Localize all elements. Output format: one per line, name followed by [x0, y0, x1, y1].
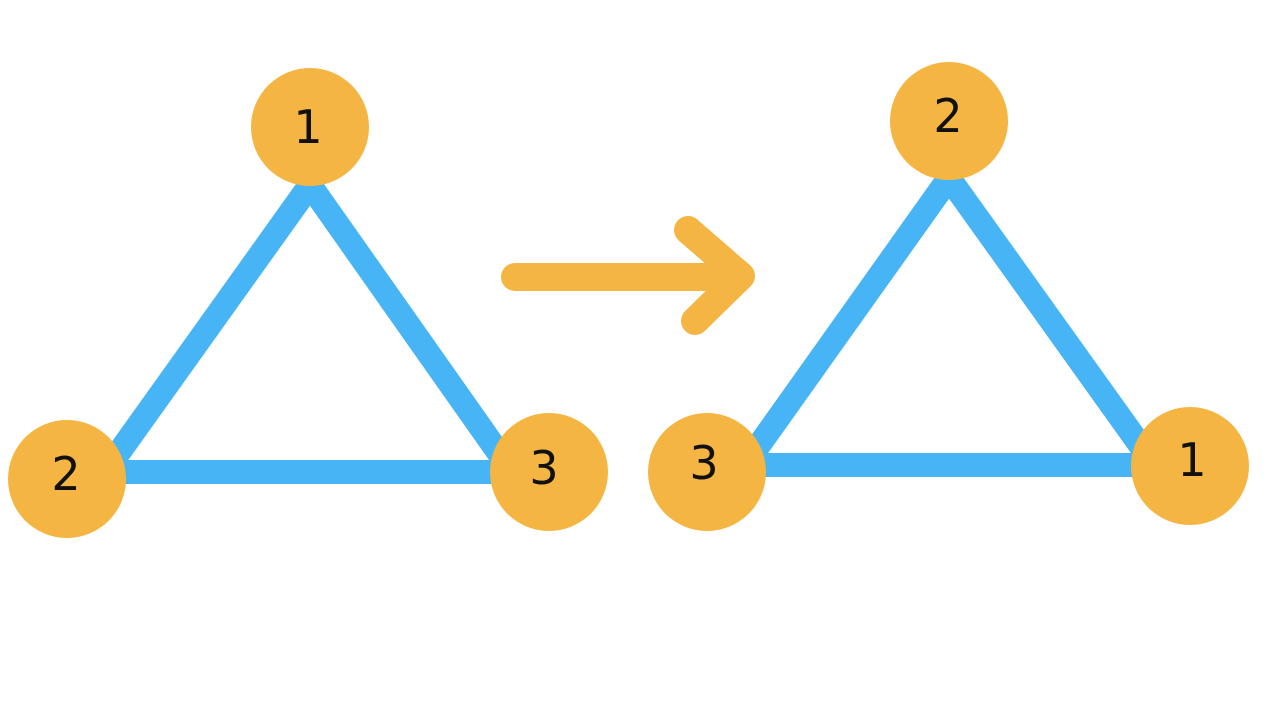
left-node-bottom-right-circle [490, 413, 608, 531]
left-node-top: 1 [251, 68, 369, 186]
right-node-bottom-left: 3 [648, 413, 766, 531]
transition-arrow [501, 216, 755, 335]
left-node-top-circle [251, 68, 369, 186]
left-node-bottom-right: 3 [490, 413, 608, 531]
left-node-bottom-left: 2 [8, 420, 126, 538]
right-node-bottom-left-circle [648, 413, 766, 531]
right-node-bottom-right-label: 1 [1177, 433, 1206, 487]
left-graph: 1 2 3 [8, 68, 608, 538]
right-node-bottom-left-label: 3 [689, 436, 718, 490]
left-edge-top-bottom-left [98, 173, 322, 477]
left-node-bottom-left-label: 2 [51, 447, 80, 501]
arrow-head [674, 216, 755, 335]
right-graph: 2 3 1 [648, 62, 1249, 531]
right-edge-top-bottom-right [937, 166, 1157, 464]
right-node-top-label: 2 [933, 89, 962, 143]
left-node-top-label: 1 [293, 100, 322, 154]
right-node-top-circle [890, 62, 1008, 180]
left-edge-top-bottom-right [298, 173, 517, 474]
right-node-top: 2 [890, 62, 1008, 180]
right-node-bottom-right-circle [1131, 407, 1249, 525]
right-edge-top-bottom-left [740, 166, 961, 467]
left-node-bottom-left-circle [8, 420, 126, 538]
right-node-bottom-right: 1 [1131, 407, 1249, 525]
left-node-bottom-right-label: 3 [529, 441, 558, 495]
